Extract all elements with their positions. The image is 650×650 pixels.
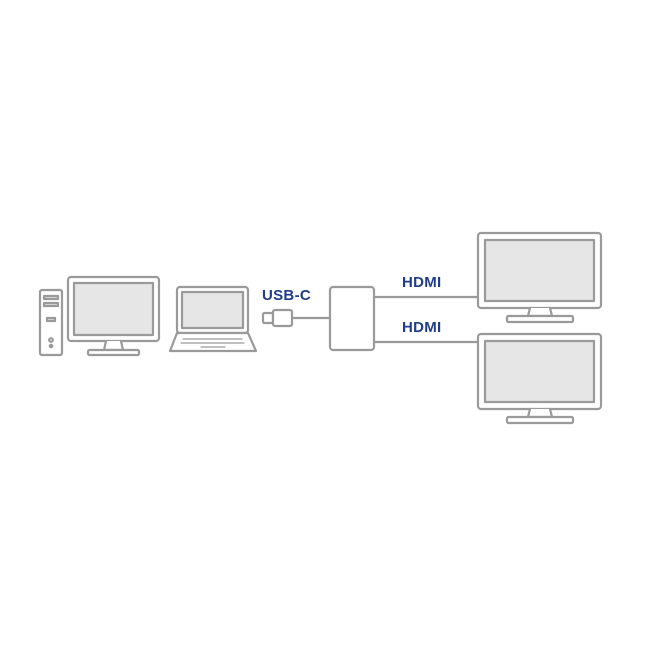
- hdmi-label-top: HDMI: [402, 274, 442, 291]
- external-monitor-icon: [476, 231, 603, 324]
- usb-c-label: USB-C: [262, 287, 311, 304]
- laptop-icon: [168, 285, 258, 353]
- adapter-hub-icon: [328, 285, 376, 352]
- desktop-monitor-icon: [66, 275, 161, 357]
- usb-c-plug-icon: [261, 308, 294, 328]
- external-monitor-icon: [476, 332, 603, 425]
- desktop-tower-icon: [38, 288, 64, 357]
- hdmi-label-bottom: HDMI: [402, 319, 442, 336]
